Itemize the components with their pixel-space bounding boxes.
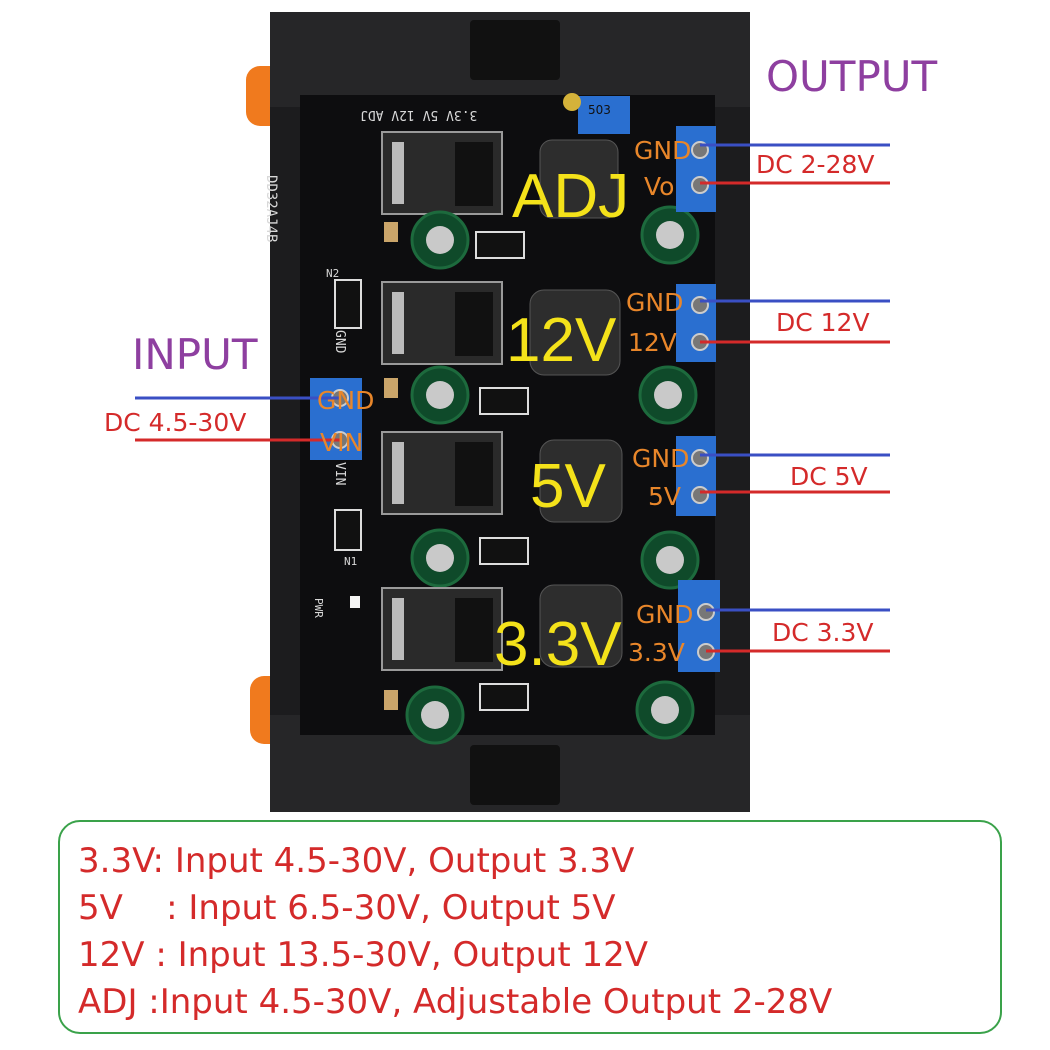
- channel-12v-pin-label: 12V: [628, 328, 677, 357]
- output-terminal-blocks: [676, 126, 720, 672]
- silk-n1: N1: [344, 555, 358, 568]
- silk-model: DD32AJ4B: [263, 175, 279, 243]
- input-vin-label: VIN: [320, 428, 364, 457]
- channel-adj-pin-label: Vo: [644, 172, 675, 201]
- channel-5v-pin-label: 5V: [648, 482, 682, 511]
- channel-12v-dc-label: DC 12V: [776, 308, 870, 337]
- channel-adj-big-label: ADJ: [512, 162, 630, 231]
- spec-line-adj: ADJ :Input 4.5-30V, Adjustable Output 2-…: [78, 982, 833, 1022]
- spec-box: 3.3V: Input 4.5-30V, Output 3.3V 5V : In…: [58, 820, 1002, 1034]
- silk-vin: VIN: [332, 462, 347, 486]
- silk-pwr: PWR: [312, 598, 325, 618]
- silk-gnd: GND: [332, 330, 347, 354]
- channel-adj-dc-label: DC 2-28V: [756, 150, 875, 179]
- channel-5v-big-label: 5V: [530, 452, 606, 521]
- silk-n2: N2: [326, 267, 340, 280]
- spec-line-3v3: 3.3V: Input 4.5-30V, Output 3.3V: [78, 841, 635, 881]
- spec-line-12v: 12V : Input 13.5-30V, Output 12V: [78, 935, 648, 975]
- channel-3v3-pin-label: 3.3V: [628, 638, 685, 667]
- output-title: OUTPUT: [766, 52, 938, 101]
- channel-12v-gnd-label: GND: [626, 288, 684, 317]
- converter-rows: [334, 93, 700, 745]
- channel-adj-gnd-label: GND: [634, 136, 692, 165]
- channel-3v3-gnd-label: GND: [636, 600, 694, 629]
- channel-12v-big-label: 12V: [506, 306, 617, 375]
- silk-top-labels: 3.3V 5V 12V ADJ: [360, 107, 478, 122]
- channel-3v3-dc-label: DC 3.3V: [772, 618, 874, 647]
- spec-line-5v: 5V : Input 6.5-30V, Output 5V: [78, 888, 616, 928]
- input-gnd-label: GND: [317, 386, 375, 415]
- channel-5v-gnd-label: GND: [632, 444, 690, 473]
- input-title: INPUT: [132, 330, 258, 379]
- wires: [135, 143, 890, 653]
- pot-marking: 503: [588, 103, 611, 117]
- channel-3v3-big-label: 3.3V: [494, 610, 622, 679]
- input-range-label: DC 4.5-30V: [104, 408, 247, 437]
- channel-5v-dc-label: DC 5V: [790, 462, 868, 491]
